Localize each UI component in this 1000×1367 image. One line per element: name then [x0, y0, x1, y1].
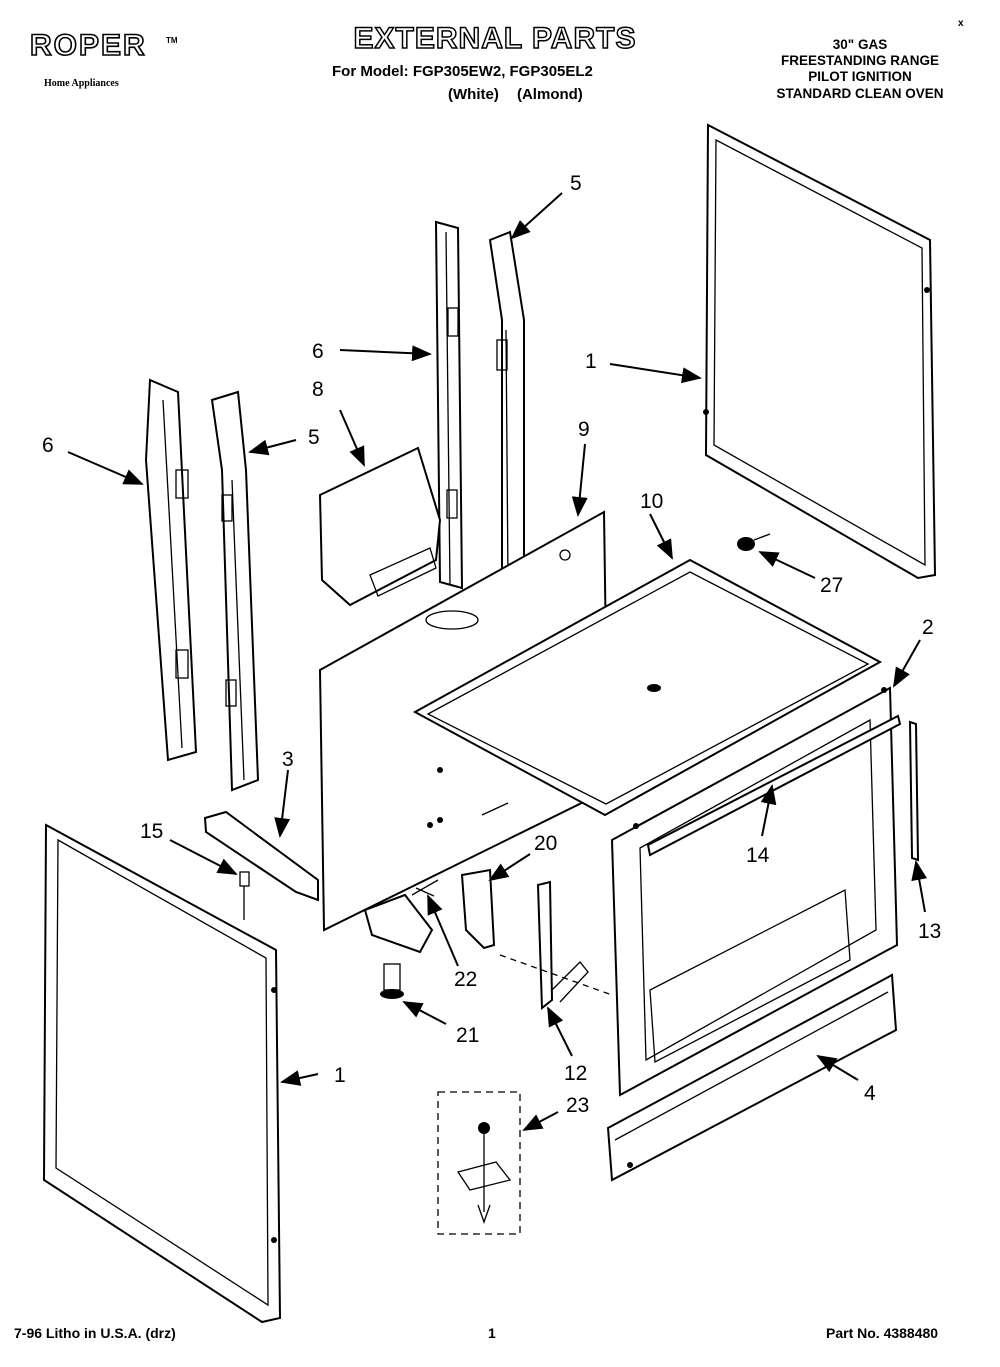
callout-8: 8	[312, 378, 324, 401]
color-variants: (White) (Almond)	[448, 86, 583, 103]
callout-14: 14	[746, 844, 770, 867]
page-number: 1	[488, 1325, 496, 1341]
igniter-fitting	[737, 533, 771, 551]
brand-logo: ROPER	[29, 29, 147, 63]
bottom-bracket	[203, 810, 319, 902]
oven-vent-shield	[318, 446, 442, 607]
oven-bottom	[412, 558, 883, 817]
callout-3: 3	[282, 748, 294, 771]
callout-27: 27	[820, 574, 843, 597]
spec-line-2: FREESTANDING RANGE	[780, 53, 939, 68]
callout-5: 5	[308, 426, 320, 449]
spec-line-1: 30" GAS	[832, 37, 888, 52]
hinge-bracket	[499, 880, 613, 1011]
print-info: 7-96 Litho in U.S.A. (drz)	[14, 1325, 176, 1341]
side-panel-right	[703, 123, 937, 580]
page-title: EXTERNAL PARTS	[353, 21, 637, 56]
callout-23: 23	[566, 1094, 589, 1117]
heat-shield	[460, 868, 496, 950]
callout-20: 20	[534, 832, 557, 855]
leveling-leg	[380, 963, 404, 999]
callout-9: 9	[578, 418, 590, 441]
callout-22: 22	[454, 968, 477, 991]
brand-tagline: Home Appliances	[44, 78, 119, 89]
side-trim	[908, 720, 920, 862]
callout-1: 1	[585, 350, 597, 373]
callout-6: 6	[312, 340, 324, 363]
kick-panel	[606, 973, 898, 1182]
spec-line-3: PILOT IGNITION	[808, 69, 912, 84]
callout-12: 12	[564, 1062, 587, 1085]
callout-21: 21	[456, 1024, 479, 1047]
front-frame	[610, 686, 899, 1097]
callout-1: 1	[334, 1064, 346, 1087]
callout-15: 15	[140, 820, 163, 843]
burner-support	[363, 893, 434, 954]
callout-4: 4	[864, 1082, 876, 1105]
callout-5: 5	[570, 172, 582, 195]
callout-13: 13	[918, 920, 941, 943]
model-line: For Model: FGP305EW2, FGP305EL2	[332, 63, 593, 80]
corner-mark: x	[958, 18, 964, 29]
screw	[239, 871, 250, 920]
front-corner-post-right	[210, 390, 260, 792]
side-panel-left	[42, 823, 282, 1324]
callout-6: 6	[42, 434, 54, 457]
rear-corner-post-right	[488, 230, 525, 588]
rear-corner-post-left	[434, 220, 464, 590]
part-number: Part No. 4388480	[826, 1325, 939, 1341]
spec-line-4: STANDARD CLEAN OVEN	[776, 86, 944, 101]
callout-2: 2	[922, 616, 934, 639]
detail-box-igniter	[437, 1091, 521, 1235]
callout-10: 10	[640, 490, 663, 513]
front-corner-post-left	[144, 378, 198, 762]
trademark-mark: TM	[166, 36, 178, 45]
